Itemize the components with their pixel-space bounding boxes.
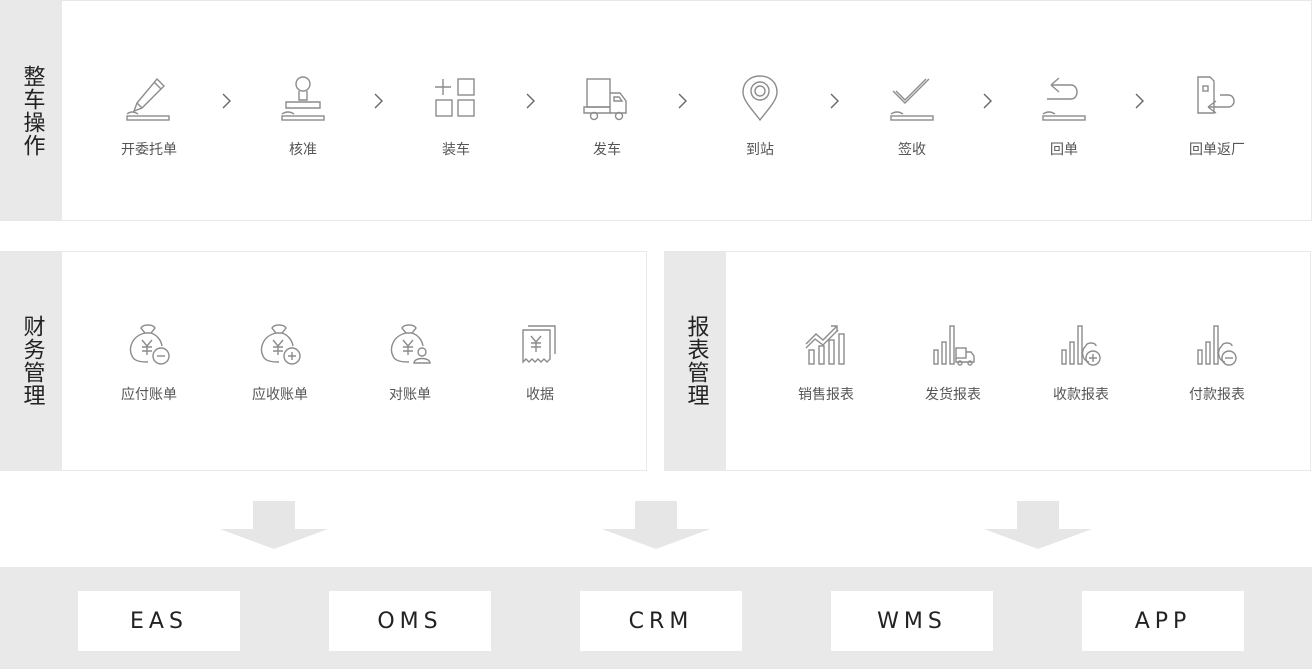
report-item-label: 付款报表 (1189, 387, 1245, 403)
report-item-sales[interactable]: 销售报表 (776, 322, 876, 404)
return-factory-icon (1197, 76, 1235, 114)
truck-operations-title: 整车操作 (19, 64, 45, 157)
reports-label-block: 报表管理 (665, 252, 726, 470)
step-approve[interactable]: 核准 (253, 73, 353, 159)
payment-chart-icon (1197, 325, 1237, 366)
chevron-right-icon (983, 93, 992, 109)
location-pin-icon (742, 75, 778, 122)
step-sign[interactable]: 签收 (862, 73, 962, 159)
report-item-shipping[interactable]: 发货报表 (903, 322, 1003, 404)
system-app[interactable]: APP (1082, 591, 1244, 651)
collection-chart-icon (1061, 325, 1101, 366)
finance-panel: 财务管理 应付账单 应收账单 (0, 251, 647, 471)
system-oms[interactable]: OMS (329, 591, 491, 651)
finance-item-statement[interactable]: 对账单 (360, 322, 460, 404)
reports-title: 报表管理 (683, 315, 709, 407)
pen-signature-icon (126, 77, 170, 121)
truck-operations-panel: 整车操作 开委托单 核准 装车 (0, 0, 1312, 221)
finance-item-receivable[interactable]: 应收账单 (230, 322, 330, 404)
money-bag-user-icon (390, 324, 431, 364)
money-bag-minus-icon (129, 324, 170, 365)
step-create-order[interactable]: 开委托单 (99, 73, 199, 159)
finance-label-block: 财务管理 (1, 252, 62, 470)
sales-chart-icon (805, 325, 845, 365)
report-item-collection[interactable]: 收款报表 (1031, 322, 1131, 404)
system-crm[interactable]: CRM (580, 591, 742, 651)
down-arrow-middle (602, 501, 710, 549)
system-label: CRM (628, 608, 694, 634)
system-label: OMS (377, 608, 443, 634)
down-arrow-right (984, 501, 1092, 549)
receipt-icon (522, 325, 556, 364)
chevron-right-icon (222, 93, 231, 109)
report-item-payment[interactable]: 付款报表 (1167, 322, 1267, 404)
check-sign-icon (890, 78, 934, 121)
step-label: 开委托单 (121, 142, 177, 158)
chevron-right-icon (830, 93, 839, 109)
system-eas[interactable]: EAS (78, 591, 240, 651)
step-label: 回单 (1050, 142, 1078, 158)
finance-item-receipt[interactable]: 收据 (490, 322, 590, 404)
chevron-right-icon (374, 93, 383, 109)
finance-item-label: 应付账单 (121, 387, 177, 403)
down-arrow-left (220, 501, 328, 549)
step-label: 装车 (442, 142, 470, 158)
stamp-icon (281, 76, 325, 121)
step-arrive[interactable]: 到站 (710, 73, 810, 159)
shipping-chart-icon (933, 325, 975, 366)
step-depart[interactable]: 发车 (557, 73, 657, 159)
system-wms[interactable]: WMS (831, 591, 993, 651)
finance-title: 财务管理 (19, 315, 45, 407)
step-label: 核准 (289, 142, 317, 158)
reports-panel: 报表管理 销售报表 发货报表 (664, 251, 1311, 471)
step-label: 回单返厂 (1189, 142, 1245, 158)
report-item-label: 收款报表 (1053, 387, 1109, 403)
system-label: EAS (130, 608, 188, 634)
step-receipt-return-factory[interactable]: 回单返厂 (1167, 73, 1267, 159)
truck-operations-label-block: 整车操作 (1, 1, 62, 220)
systems-bar: EAS OMS CRM WMS APP (0, 567, 1312, 669)
truck-icon (583, 78, 627, 121)
step-label: 签收 (898, 142, 926, 158)
finance-item-payable[interactable]: 应付账单 (99, 322, 199, 404)
step-label: 发车 (593, 142, 621, 158)
step-label: 到站 (746, 142, 774, 158)
return-arrow-icon (1042, 77, 1086, 121)
report-item-label: 销售报表 (798, 387, 854, 403)
chevron-right-icon (526, 93, 535, 109)
system-label: APP (1134, 608, 1192, 634)
step-receipt-return[interactable]: 回单 (1014, 73, 1114, 159)
finance-item-label: 收据 (526, 387, 554, 403)
grid-add-icon (435, 78, 475, 117)
chevron-right-icon (1135, 93, 1144, 109)
step-load[interactable]: 装车 (406, 73, 506, 159)
finance-item-label: 应收账单 (252, 387, 308, 403)
money-bag-plus-icon (260, 324, 301, 365)
system-label: WMS (877, 608, 947, 634)
report-item-label: 发货报表 (925, 387, 981, 403)
chevron-right-icon (678, 93, 687, 109)
finance-item-label: 对账单 (389, 387, 431, 403)
